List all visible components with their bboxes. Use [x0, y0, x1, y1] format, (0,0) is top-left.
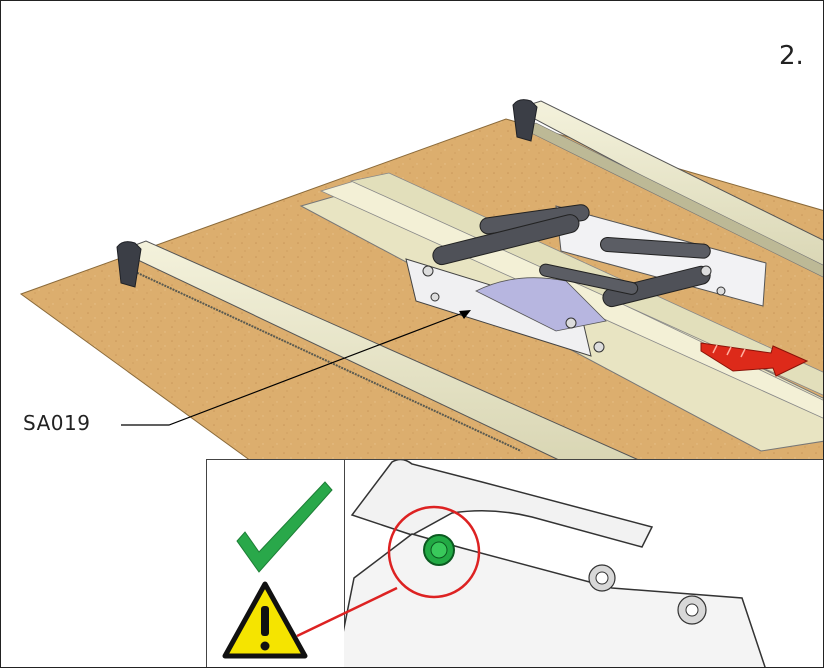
detail-icon-column [207, 460, 345, 667]
end-cap-far [512, 99, 538, 142]
checkmark-icon [236, 481, 333, 573]
callout-leader [121, 310, 469, 426]
detail-illustration [344, 460, 766, 667]
highlight-circle [387, 505, 481, 599]
direction-arrow [700, 342, 809, 377]
part-callout-label: SA019 [23, 411, 91, 435]
detail-inset [206, 459, 823, 667]
carriage-assembly [405, 204, 767, 357]
warning-triangle-icon [222, 581, 308, 659]
step-number: 2. [779, 41, 804, 71]
far-rail [512, 99, 823, 278]
end-cap-near [116, 241, 142, 288]
